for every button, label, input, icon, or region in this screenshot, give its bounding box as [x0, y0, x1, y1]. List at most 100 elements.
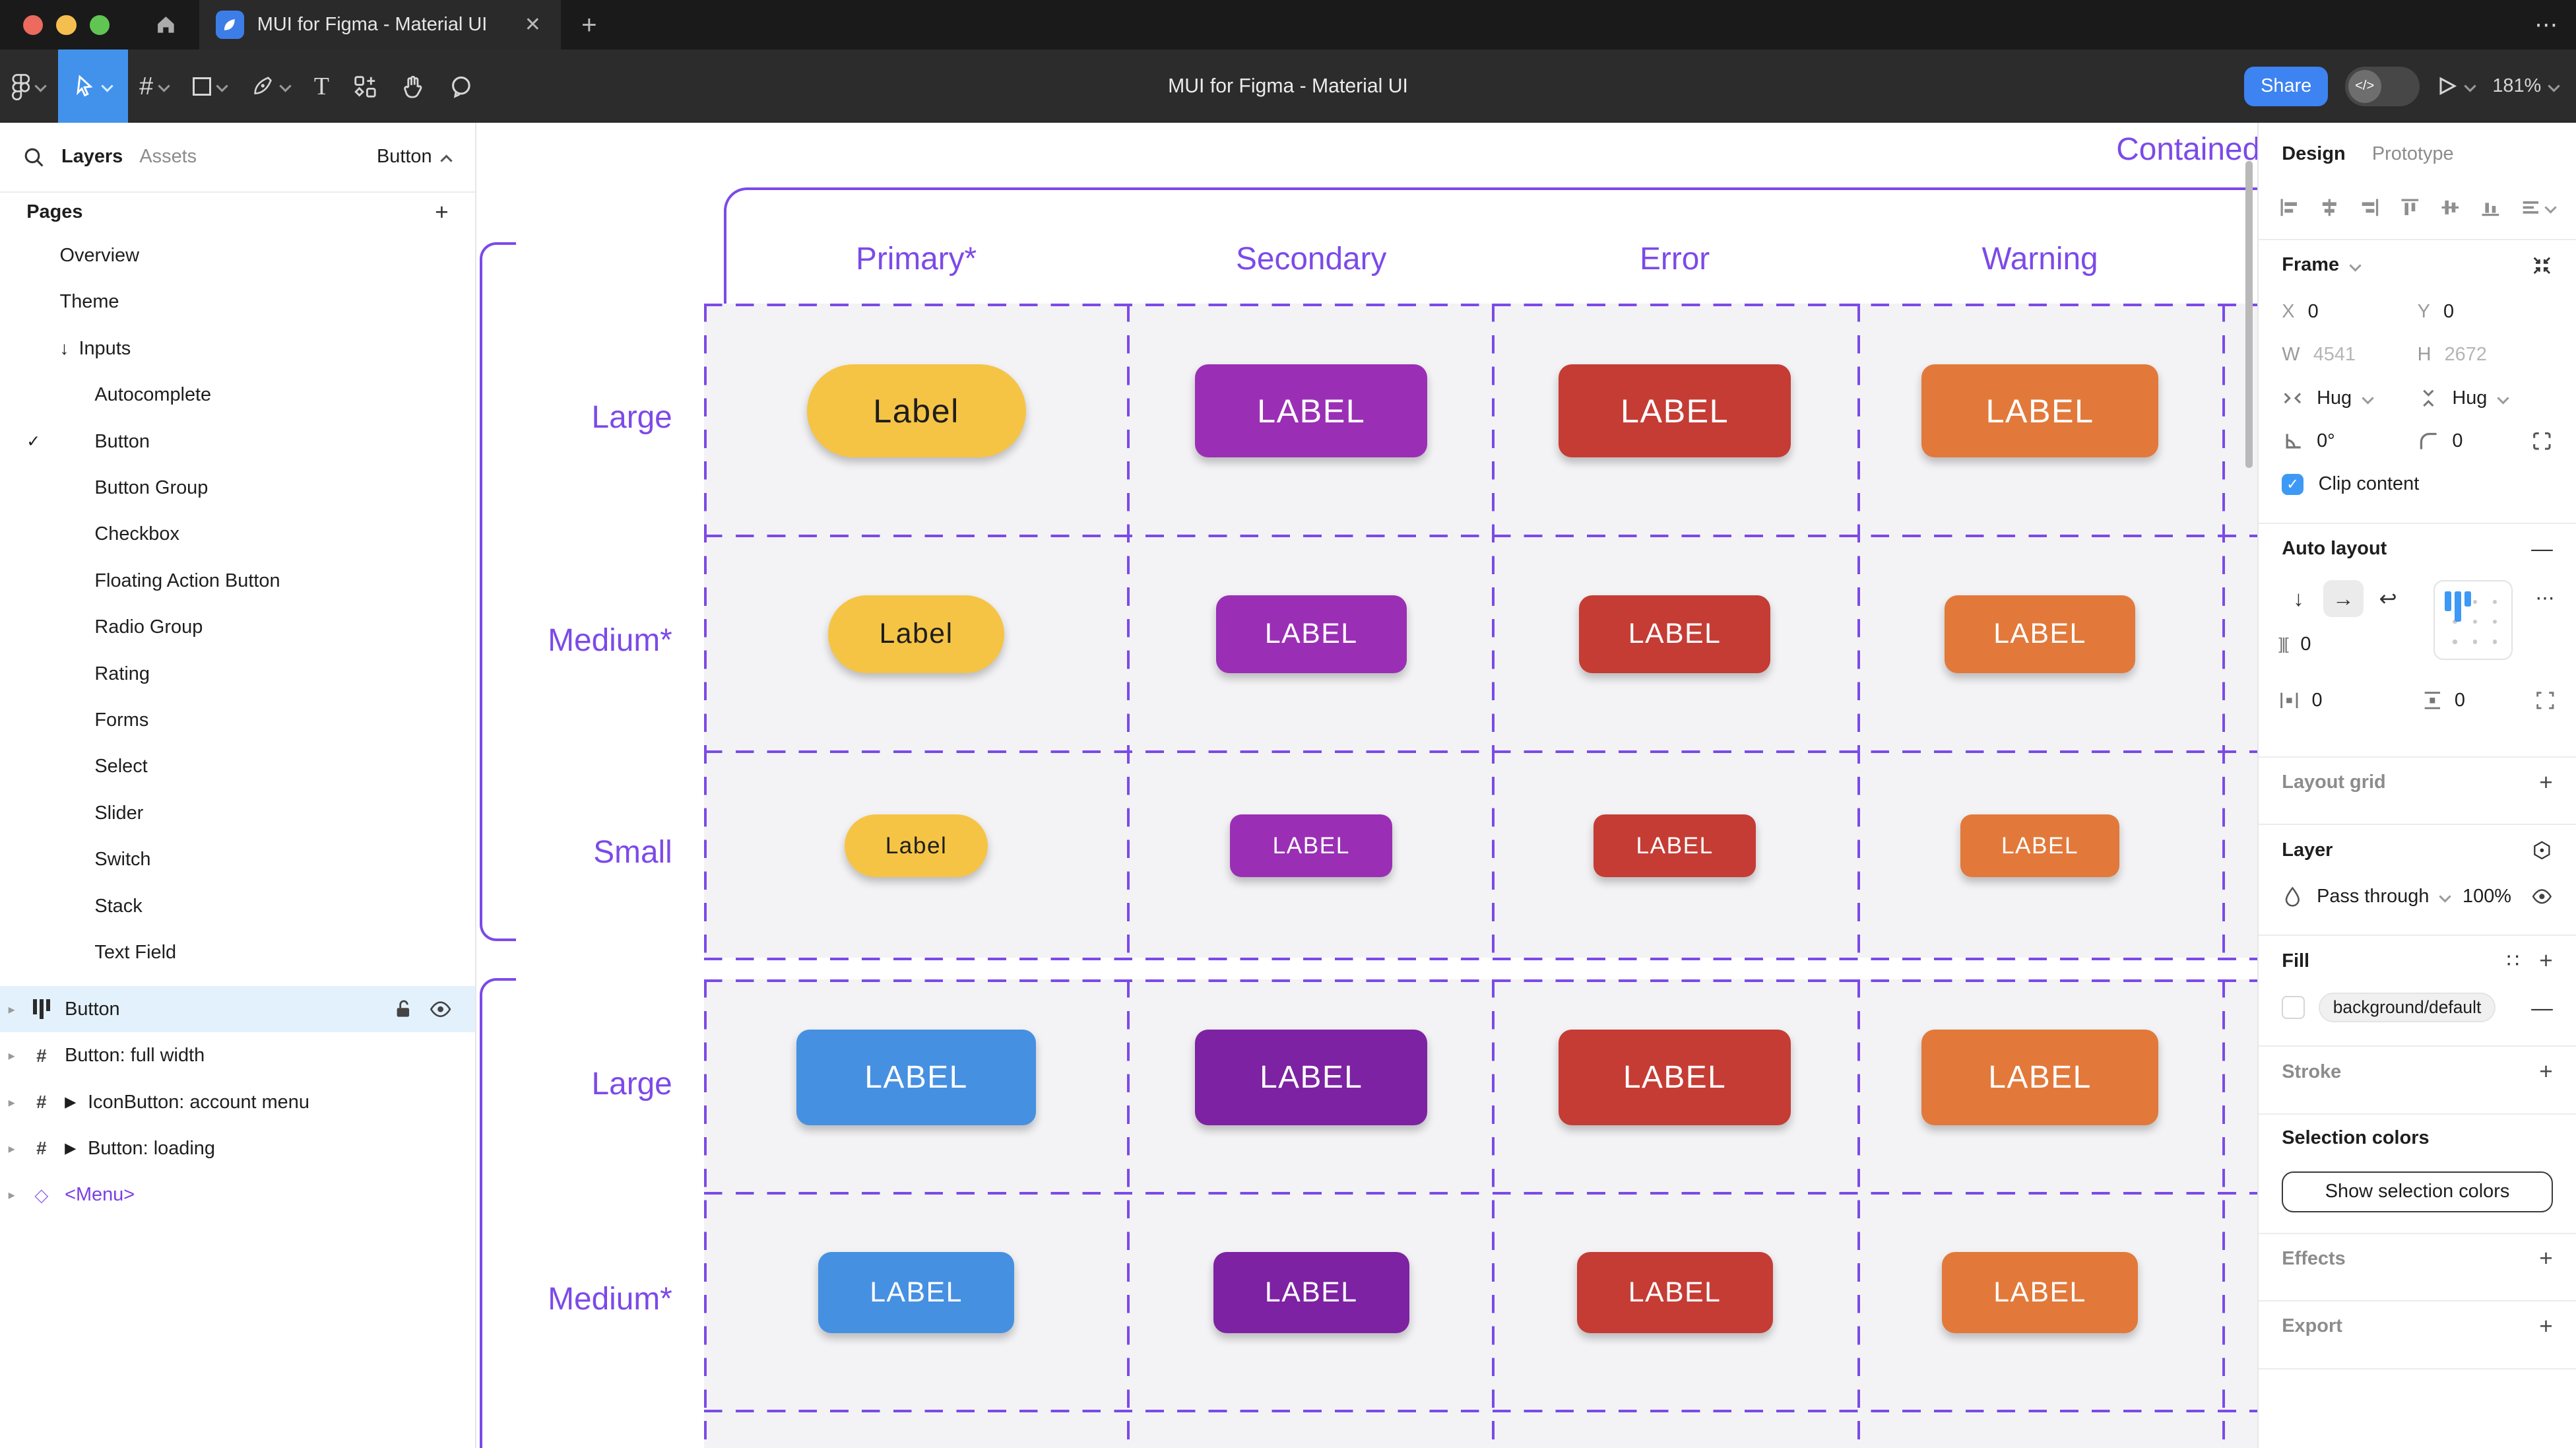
layer-row[interactable]: ▸#Button: full width	[0, 1032, 475, 1078]
sidebar-page-item[interactable]: Switch	[0, 837, 475, 883]
chevron-down-icon[interactable]	[2349, 259, 2361, 271]
individual-padding-button[interactable]	[2534, 690, 2556, 717]
canvas-button[interactable]: LABEL	[1579, 595, 1770, 674]
tab-assets[interactable]: Assets	[139, 146, 197, 168]
horizontal-padding-field[interactable]: 0	[2278, 690, 2323, 711]
remove-auto-layout-icon[interactable]: —	[2531, 536, 2553, 561]
sidebar-page-item[interactable]: Overview	[0, 232, 475, 279]
sidebar-page-item[interactable]: Radio Group	[0, 605, 475, 651]
vertical-padding-field[interactable]: 0	[2422, 690, 2465, 711]
canvas-scrollbar[interactable]	[2245, 160, 2253, 469]
minimize-window-button[interactable]	[56, 15, 77, 35]
canvas-button[interactable]: LABEL	[1213, 1251, 1409, 1333]
canvas-button[interactable]: LABEL	[1921, 364, 2159, 457]
show-selection-colors-button[interactable]: Show selection colors	[2282, 1171, 2553, 1213]
sidebar-page-item[interactable]: ✓Button	[0, 418, 475, 465]
tab-close-icon[interactable]: ✕	[524, 14, 541, 36]
gap-field[interactable]: ]|[ 0	[2278, 634, 2311, 655]
canvas-button[interactable]: LABEL	[818, 1251, 1014, 1333]
canvas-button[interactable]: LABEL	[1195, 364, 1428, 457]
canvas-button[interactable]: LABEL	[1215, 595, 1407, 674]
comment-tool-button[interactable]	[437, 49, 485, 123]
auto-layout-more-icon[interactable]: ⋯	[2535, 588, 2556, 610]
canvas-button[interactable]: LABEL	[1559, 1029, 1791, 1126]
expand-caret-icon[interactable]: ▸	[8, 1188, 15, 1203]
distribute-menu-button[interactable]	[2520, 197, 2556, 218]
present-button[interactable]	[2436, 75, 2476, 97]
file-tab[interactable]: MUI for Figma - Material UI ✕	[199, 0, 562, 50]
main-menu-button[interactable]	[0, 49, 58, 123]
fill-styles-icon[interactable]: ∷	[2506, 950, 2520, 972]
alignment-grid[interactable]	[2433, 580, 2513, 660]
add-effect-icon[interactable]: +	[2539, 1245, 2553, 1272]
canvas-button[interactable]: LABEL	[1195, 1029, 1428, 1126]
tab-layers[interactable]: Layers	[61, 146, 123, 168]
sidebar-page-item[interactable]: Floating Action Button	[0, 558, 475, 604]
vertical-resizing-dropdown[interactable]: Hug	[2418, 387, 2553, 409]
add-stroke-icon[interactable]: +	[2539, 1059, 2553, 1085]
horizontal-resizing-dropdown[interactable]: Hug	[2282, 387, 2417, 409]
canvas-button[interactable]: LABEL	[1593, 814, 1756, 878]
independent-corners-icon[interactable]	[2531, 430, 2553, 452]
layer-row[interactable]: ▸#▶IconButton: account menu	[0, 1079, 475, 1125]
pen-tool-button[interactable]	[240, 49, 303, 123]
zoom-window-button[interactable]	[89, 15, 110, 35]
zoom-level-dropdown[interactable]: 181%	[2492, 75, 2560, 97]
expand-caret-icon[interactable]: ▸	[8, 1095, 15, 1110]
add-fill-icon[interactable]: +	[2539, 948, 2553, 974]
layer-row[interactable]: ▸Button	[0, 985, 475, 1033]
sidebar-page-item[interactable]: Select	[0, 744, 475, 790]
align-bottom-icon[interactable]	[2480, 197, 2501, 218]
tab-prototype[interactable]: Prototype	[2371, 143, 2454, 165]
blend-mode-dropdown[interactable]: Pass through	[2317, 886, 2430, 907]
layer-row[interactable]: ▸#▶Button: loading	[0, 1125, 475, 1171]
page-dropdown[interactable]: Button	[377, 146, 452, 168]
blend-mode-icon[interactable]	[2531, 839, 2553, 861]
shape-tool-button[interactable]	[181, 49, 240, 123]
clip-content-checkbox[interactable]: ✓	[2282, 473, 2303, 496]
frame-section-title[interactable]: Frame	[2282, 254, 2340, 276]
canvas-button[interactable]: Label	[845, 814, 988, 878]
rotation-field[interactable]: 0°	[2282, 430, 2417, 452]
canvas-button[interactable]: Label	[806, 364, 1026, 457]
sidebar-page-item[interactable]: Stack	[0, 883, 475, 929]
opacity-value[interactable]: 100%	[2463, 886, 2511, 907]
auto-layout-vertical-button[interactable]: ↓	[2293, 585, 2304, 610]
sidebar-page-item[interactable]: ↓Inputs	[0, 325, 475, 372]
window-overflow-menu-icon[interactable]: ⋯	[2534, 12, 2560, 38]
sidebar-page-item[interactable]: Forms	[0, 697, 475, 743]
frame-tool-button[interactable]: #	[128, 49, 181, 123]
sidebar-page-item[interactable]: Text Field	[0, 929, 475, 975]
expand-caret-icon[interactable]: ▸	[8, 1049, 15, 1064]
eye-icon[interactable]	[2531, 886, 2553, 907]
canvas-button[interactable]: LABEL	[796, 1029, 1036, 1126]
canvas-button[interactable]: LABEL	[1576, 1251, 1773, 1333]
move-tool-button[interactable]	[57, 49, 128, 123]
sidebar-page-item[interactable]: Button Group	[0, 465, 475, 511]
resources-tool-button[interactable]	[341, 49, 389, 123]
share-button[interactable]: Share	[2243, 66, 2329, 106]
collapse-icon[interactable]	[2531, 255, 2553, 277]
canvas-button[interactable]: Label	[828, 595, 1004, 674]
close-window-button[interactable]	[23, 15, 44, 35]
align-top-icon[interactable]	[2399, 197, 2421, 218]
add-export-icon[interactable]: +	[2539, 1313, 2553, 1339]
tab-design[interactable]: Design	[2282, 143, 2346, 165]
canvas-button[interactable]: LABEL	[1960, 814, 2120, 878]
layer-row[interactable]: ▸◇<Menu>	[0, 1172, 475, 1218]
auto-layout-wrap-button[interactable]: ↩	[2379, 585, 2397, 610]
align-vertical-center-icon[interactable]	[2439, 197, 2461, 218]
canvas-button[interactable]: LABEL	[1942, 1251, 2138, 1333]
canvas-button[interactable]: LABEL	[1921, 1029, 2159, 1126]
canvas-frame-title[interactable]: Contained	[2116, 131, 2258, 167]
remove-fill-icon[interactable]: —	[2531, 995, 2553, 1020]
add-layout-grid-icon[interactable]: +	[2539, 769, 2553, 795]
search-icon[interactable]	[23, 147, 45, 168]
sidebar-page-item[interactable]: Slider	[0, 790, 475, 836]
sidebar-page-item[interactable]: Checkbox	[0, 511, 475, 558]
add-page-icon[interactable]: +	[435, 199, 449, 225]
expand-caret-icon[interactable]: ▸	[8, 1002, 15, 1017]
